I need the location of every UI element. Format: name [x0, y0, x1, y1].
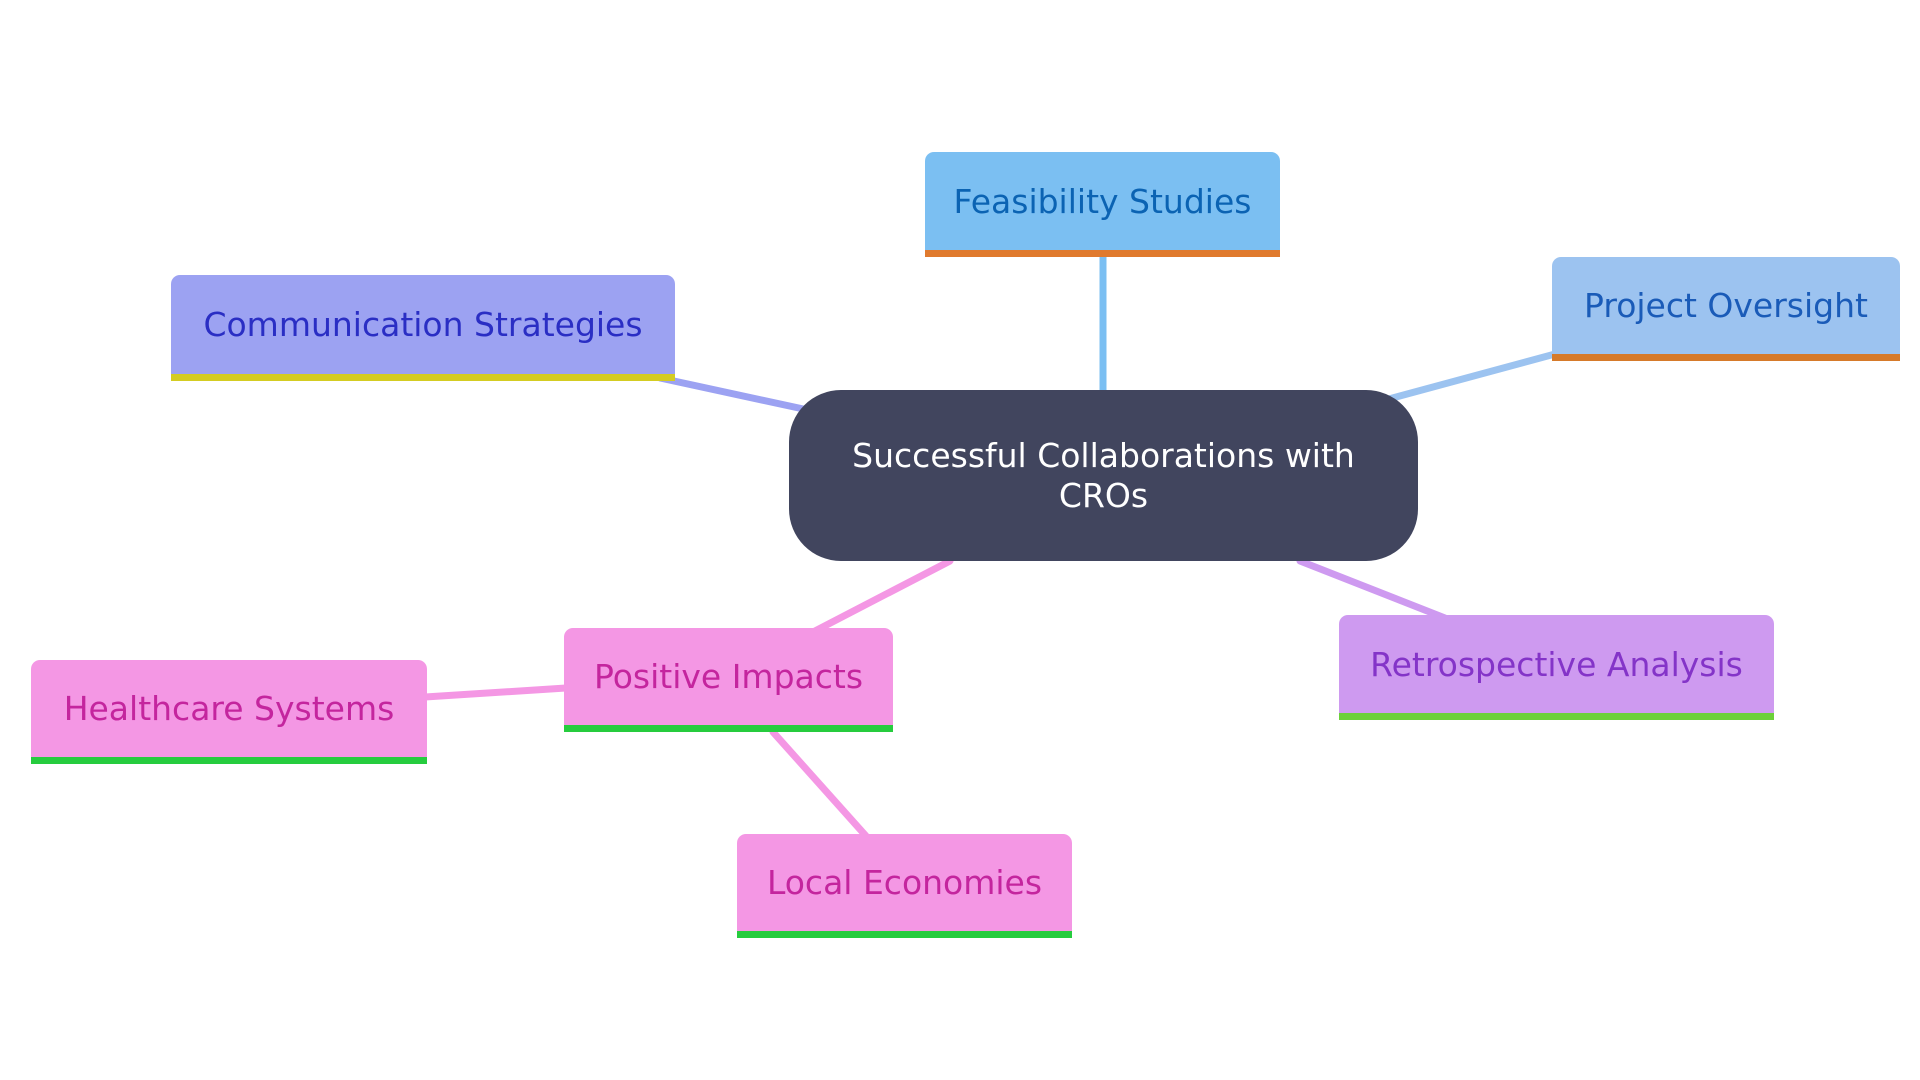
node-label: Healthcare Systems	[63, 689, 395, 728]
node-local-economies[interactable]: Local Economies	[737, 834, 1072, 938]
node-label: Communication Strategies	[203, 305, 643, 344]
edge-root-retrospective	[1296, 557, 1449, 622]
edge-positive-healthcare	[421, 684, 570, 701]
node-label: Feasibility Studies	[953, 181, 1252, 221]
node-label: Project Oversight	[1584, 286, 1868, 325]
node-retrospective-analysis[interactable]: Retrospective Analysis	[1339, 615, 1774, 720]
node-healthcare-systems[interactable]: Healthcare Systems	[31, 660, 427, 764]
edge-root-positive	[811, 557, 954, 635]
node-project-oversight[interactable]: Project Oversight	[1552, 257, 1900, 361]
node-positive-impacts[interactable]: Positive Impacts	[564, 628, 893, 732]
edge-root-communication	[656, 374, 812, 414]
root-node-label: Successful Collaborations with CROs	[852, 435, 1355, 515]
root-node[interactable]: Successful Collaborations with CROs	[789, 390, 1418, 561]
node-label: Local Economies	[766, 863, 1043, 902]
edge-positive-local	[769, 728, 870, 840]
node-label: Retrospective Analysis	[1370, 644, 1743, 684]
node-label: Positive Impacts	[593, 657, 864, 696]
edge-root-oversight	[1381, 350, 1559, 404]
node-feasibility-studies[interactable]: Feasibility Studies	[925, 152, 1280, 257]
node-communication-strategies[interactable]: Communication Strategies	[171, 275, 675, 381]
